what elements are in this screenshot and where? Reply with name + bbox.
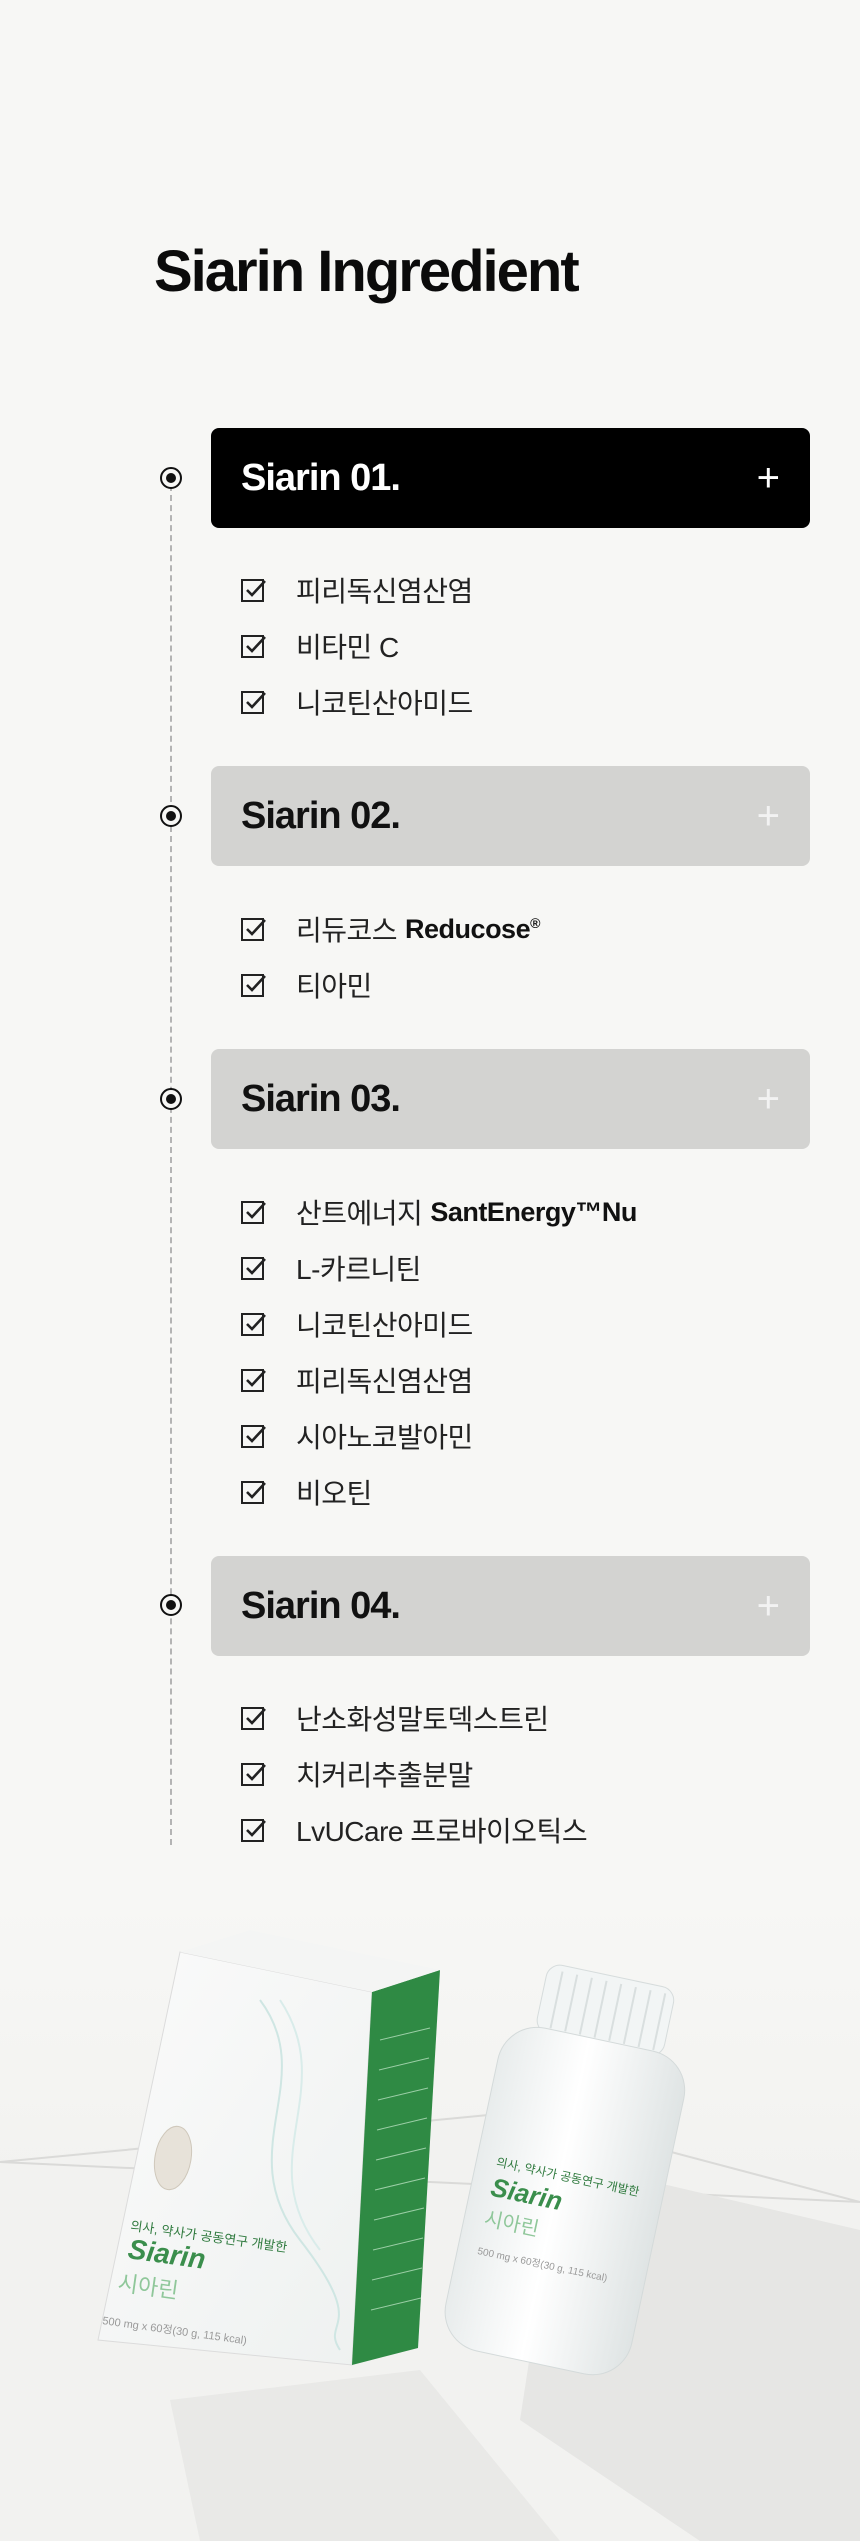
checkbox-icon [241, 1819, 266, 1842]
list-item: 비오틴 [240, 1464, 637, 1520]
brand-name: SantEnergy™Nu [430, 1196, 637, 1227]
ingredient-name: 난소화성말토덱스트린 [296, 1704, 549, 1735]
accordion-label: Siarin 03. [241, 1077, 401, 1120]
list-item: 시아노코발아민 [240, 1408, 637, 1464]
timeline-dot [160, 1594, 182, 1616]
list-item: 니코틴산아미드 [240, 674, 473, 730]
list-item: 비타민 C [240, 618, 473, 674]
checkbox-icon [241, 1481, 266, 1504]
list-item: LvUCare 프로바이오틱스 [240, 1802, 588, 1858]
checkbox-icon [241, 691, 266, 714]
checkbox-icon [241, 1257, 266, 1280]
ingredient-name: L-카르니틴 [296, 1254, 421, 1285]
page-title: Siarin Ingredient [154, 239, 580, 304]
accordion-label: Siarin 01. [241, 456, 401, 499]
list-item: 치커리추출분말 [240, 1746, 587, 1802]
product-box: 의사, 약사가 공동연구 개발한 Siarin 시아린 500 mg x 60정… [97, 1930, 440, 2366]
ingredient-name: 피리독신염산염 [296, 1366, 473, 1397]
timeline-dot [160, 805, 182, 827]
product-bottle: 의사, 약사가 공동연구 개발한 Siarin 시아린 500 mg x 60정… [444, 1964, 686, 2376]
registered-mark: ® [530, 914, 540, 931]
ingredient-name: 니코틴산아미드 [296, 1310, 473, 1341]
accordion-siarin-03[interactable]: Siarin 03. + [211, 1049, 810, 1149]
ingredient-name: 피리독신염산염 [296, 576, 473, 607]
accordion-label: Siarin 02. [241, 794, 401, 837]
checkbox-icon [241, 918, 266, 941]
ingredient-name: 시아노코발아민 [296, 1422, 473, 1453]
box-shadow [170, 2370, 560, 2541]
checkbox-icon [241, 579, 266, 602]
checkbox-icon [241, 974, 266, 997]
list-item: 난소화성말토덱스트린 [240, 1690, 587, 1746]
checkbox-icon [241, 1201, 266, 1224]
list-item: 니코틴산아미드 [240, 1296, 637, 1352]
checkbox-icon [241, 1313, 266, 1336]
timeline-dot [160, 467, 182, 489]
ingredient-list: 피리독신염산염 비타민 C 니코틴산아미드 [240, 562, 473, 730]
list-item: 티아민 [240, 957, 540, 1013]
ingredient-list: 리듀코스 Reducose® 티아민 [240, 901, 540, 1013]
brand-name: Reducose® [405, 914, 540, 945]
accordion-siarin-04[interactable]: Siarin 04. + [211, 1556, 810, 1656]
ingredient-name: 비타민 C [296, 632, 399, 663]
list-item: 산트에너지 SantEnergy™Nu [240, 1184, 637, 1240]
timeline-line [170, 475, 172, 1845]
list-item: 리듀코스 Reducose® [240, 901, 540, 957]
checkbox-icon [241, 1425, 266, 1448]
ingredient-name: 치커리추출분말 [296, 1760, 473, 1791]
product-illustration: 의사, 약사가 공동연구 개발한 Siarin 시아린 500 mg x 60정… [0, 1900, 860, 2541]
brand-text: Reducose [405, 913, 531, 944]
plus-icon: + [756, 456, 780, 500]
ingredient-name: 리듀코스 [296, 915, 398, 946]
ingredient-list: 난소화성말토덱스트린 치커리추출분말 LvUCare 프로바이오틱스 [240, 1690, 588, 1858]
checkbox-icon [241, 1369, 266, 1392]
plus-icon: + [756, 794, 780, 838]
list-item: L-카르니틴 [240, 1240, 637, 1296]
accordion-label: Siarin 04. [241, 1584, 401, 1627]
product-image: 의사, 약사가 공동연구 개발한 Siarin 시아린 500 mg x 60정… [0, 1900, 860, 2541]
ingredient-name: 티아민 [296, 971, 372, 1002]
plus-icon: + [756, 1077, 780, 1121]
accordion-siarin-02[interactable]: Siarin 02. + [211, 766, 810, 866]
ingredient-name: 산트에너지 [296, 1198, 423, 1229]
checkbox-icon [241, 635, 266, 658]
ingredient-name: 비오틴 [296, 1478, 372, 1509]
ingredient-list: 산트에너지 SantEnergy™Nu L-카르니틴 니코틴산아미드 피리독신염… [240, 1184, 637, 1520]
ingredient-name: 니코틴산아미드 [296, 688, 473, 719]
list-item: 피리독신염산염 [240, 1352, 637, 1408]
accordion-siarin-01[interactable]: Siarin 01. + [211, 428, 810, 528]
ingredient-name: LvUCare 프로바이오틱스 [296, 1816, 588, 1847]
plus-icon: + [756, 1584, 780, 1628]
checkbox-icon [241, 1707, 266, 1730]
checkbox-icon [241, 1763, 266, 1786]
timeline-dot [160, 1088, 182, 1110]
list-item: 피리독신염산염 [240, 562, 473, 618]
